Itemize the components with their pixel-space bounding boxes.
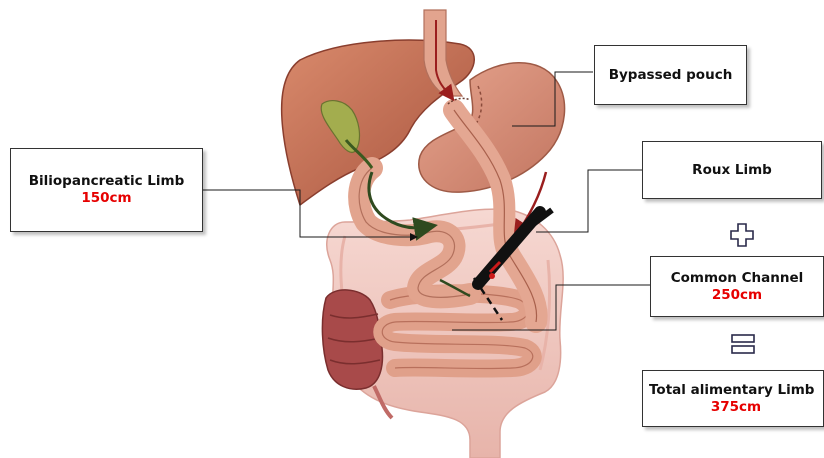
total-alimentary-limb-length: 375cm bbox=[711, 399, 761, 416]
common-channel-title: Common Channel bbox=[671, 270, 804, 287]
biliopancreatic-limb-length: 150cm bbox=[81, 190, 131, 207]
total-alimentary-limb-title: Total alimentary Limb bbox=[649, 382, 814, 399]
bypassed-pouch-label: Bypassed pouch bbox=[594, 45, 747, 105]
total-alimentary-limb-label: Total alimentary Limb 375cm bbox=[642, 370, 824, 427]
biliopancreatic-limb-label: Biliopancreatic Limb 150cm bbox=[10, 148, 203, 232]
roux-limb-title: Roux Limb bbox=[692, 162, 772, 179]
common-channel-length: 250cm bbox=[712, 287, 762, 304]
biliopancreatic-limb-title: Biliopancreatic Limb bbox=[29, 173, 185, 190]
roux-limb-label: Roux Limb bbox=[642, 141, 822, 199]
leader-roux bbox=[536, 170, 642, 232]
equals-icon bbox=[730, 333, 756, 355]
bypassed-pouch-title: Bypassed pouch bbox=[609, 67, 733, 84]
common-channel-label: Common Channel 250cm bbox=[650, 256, 824, 317]
plus-icon bbox=[729, 222, 755, 248]
